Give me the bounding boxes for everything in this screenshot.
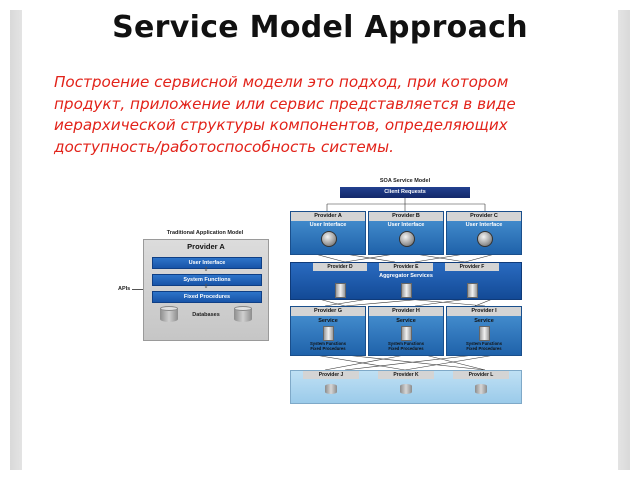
service-footer-line: Fixed Procedures bbox=[388, 345, 424, 351]
globe-icon bbox=[477, 231, 493, 247]
service-label: Service bbox=[318, 318, 338, 324]
provider-name: Provider D bbox=[313, 263, 367, 271]
server-icon bbox=[467, 283, 478, 298]
provider-name: Provider L bbox=[453, 371, 509, 379]
soa-model: SOA Service Model Client Requests Provid… bbox=[285, 178, 525, 408]
provider-name: Provider A bbox=[291, 212, 365, 221]
database-icon bbox=[475, 384, 487, 394]
server-icon bbox=[479, 326, 490, 341]
service-label: Service bbox=[396, 318, 416, 324]
traditional-databases-label: Databases bbox=[192, 312, 220, 318]
connection-lines bbox=[314, 198, 496, 371]
server-icon bbox=[335, 283, 346, 298]
traditional-user-interface: User Interface bbox=[152, 257, 262, 269]
aggregator-services-label: Aggregator Services bbox=[379, 273, 433, 279]
provider-ui-label: User Interface bbox=[387, 222, 425, 228]
subtitle-line: иерархической структуры компонентов, опр… bbox=[54, 116, 508, 134]
service-footer-line: System Functions bbox=[387, 341, 425, 346]
provider-name: Provider E bbox=[379, 263, 433, 271]
slide-title: Service Model Approach bbox=[112, 10, 528, 45]
service-footer-line: Fixed Procedures bbox=[466, 345, 502, 351]
provider-name: Provider B bbox=[369, 212, 443, 221]
database-icon bbox=[234, 306, 252, 322]
provider-name: Provider G bbox=[291, 307, 365, 316]
down-arrow-icon: ⇕ bbox=[203, 267, 209, 273]
subtitle-line: доступность/работоспособность системы. bbox=[54, 137, 394, 156]
server-icon bbox=[401, 283, 412, 298]
client-requests-bar: Client Requests bbox=[340, 187, 470, 198]
data-providers-row: Provider J Provider K Provider L bbox=[290, 370, 522, 404]
traditional-model: Traditional Application Model Provider A… bbox=[140, 230, 270, 341]
service-footer-line: Fixed Procedures bbox=[310, 345, 346, 351]
traditional-model-title: Traditional Application Model bbox=[166, 230, 244, 236]
provider-name: Provider C bbox=[447, 212, 521, 221]
slide-subtitle: Построение сервисной модели это подход, … bbox=[54, 72, 599, 158]
traditional-provider-label: Provider A bbox=[187, 242, 225, 251]
provider-name: Provider J bbox=[303, 371, 359, 379]
provider-name: Provider I bbox=[447, 307, 521, 316]
provider-name: Provider H bbox=[369, 307, 443, 316]
provider-ui-label: User Interface bbox=[309, 222, 347, 228]
service-footer-line: System Functions bbox=[465, 341, 503, 346]
provider-ui-label: User Interface bbox=[465, 222, 503, 228]
provider-a-box: Provider A User Interface bbox=[290, 211, 366, 255]
apis-label: APIs bbox=[118, 286, 131, 292]
service-label: Service bbox=[474, 318, 494, 324]
aggregator-services-row: Provider D Provider E Provider F Aggrega… bbox=[290, 262, 522, 300]
database-icon bbox=[160, 306, 178, 322]
database-icon bbox=[325, 384, 337, 394]
apis-arrow bbox=[132, 289, 144, 290]
traditional-system-functions: System Functions bbox=[152, 274, 262, 286]
down-arrow-icon: ⇕ bbox=[203, 284, 209, 290]
globe-icon bbox=[321, 231, 337, 247]
subtitle-line: Построение сервисной модели это подход, … bbox=[54, 73, 509, 91]
server-icon bbox=[323, 326, 334, 341]
globe-icon bbox=[399, 231, 415, 247]
service-footer-line: System Functions bbox=[309, 341, 347, 346]
provider-c-box: Provider C User Interface bbox=[446, 211, 522, 255]
traditional-provider-box: Provider A User Interface ⇕ System Funct… bbox=[143, 239, 269, 341]
soa-model-title: SOA Service Model bbox=[379, 178, 431, 184]
provider-name: Provider F bbox=[445, 263, 499, 271]
traditional-fixed-procedures: Fixed Procedures bbox=[152, 291, 262, 303]
subtitle-line: продукт, приложение или сервис представл… bbox=[54, 94, 516, 113]
database-icon bbox=[400, 384, 412, 394]
provider-b-box: Provider B User Interface bbox=[368, 211, 444, 255]
provider-name: Provider K bbox=[378, 371, 434, 379]
server-icon bbox=[401, 326, 412, 341]
